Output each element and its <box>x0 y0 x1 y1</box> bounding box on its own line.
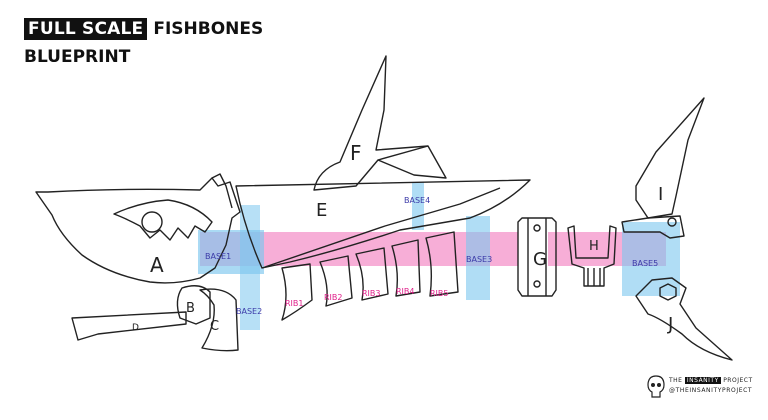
part-g-bolt2 <box>533 280 541 288</box>
base4-band <box>412 182 424 230</box>
section-labels: BASE1 BASE2 BASE3 BASE4 BASE5 RIB1 RIB2 … <box>205 196 658 316</box>
part-g-bolt1 <box>533 224 541 232</box>
subtitle: BLUEPRINT <box>24 47 131 67</box>
part-a-inner <box>113 199 213 241</box>
rib-1-outline <box>281 263 313 321</box>
part-j-hex <box>659 283 677 301</box>
part-a-outline <box>35 177 241 284</box>
label-rib2: RIB2 <box>324 293 343 302</box>
label-base5: BASE5 <box>632 259 658 268</box>
part-letters: A B C D E F G H I J <box>132 141 673 335</box>
footer-brand-line: THE INSANITY PROJECT <box>669 377 753 384</box>
label-rib3: RIB3 <box>362 289 381 298</box>
part-label-c: C <box>210 319 219 334</box>
footer-credit: THE INSANITY PROJECT @THEINSANITYPROJECT <box>645 372 763 402</box>
part-i-blade <box>635 97 705 219</box>
part-a-hole <box>141 211 163 233</box>
base3-band <box>466 216 490 300</box>
part-b-outline <box>176 285 211 325</box>
rib-2-outline <box>319 255 353 307</box>
color-bands <box>198 182 680 330</box>
part-e-outline <box>235 179 531 269</box>
footer-handle: @THEINSANITYPROJECT <box>669 387 753 394</box>
base5-band <box>622 222 680 296</box>
rib-4-outline <box>391 239 421 297</box>
base2-band <box>240 205 260 330</box>
label-base2: BASE2 <box>236 307 262 316</box>
label-base3: BASE3 <box>466 255 492 264</box>
label-base4: BASE4 <box>404 196 430 205</box>
footer-prefix: THE <box>669 377 683 384</box>
part-h-outline <box>567 225 617 287</box>
footer-suffix: PROJECT <box>723 377 753 384</box>
title-text: FISHBONES <box>153 19 264 39</box>
footer-brand: INSANITY <box>684 377 721 384</box>
part-a-tip <box>211 173 233 209</box>
part-g-outline <box>517 217 557 297</box>
label-rib1: RIB1 <box>285 299 304 308</box>
title-block: FULL SCALE FISHBONES BLUEPRINT <box>24 18 263 67</box>
part-c-outline <box>199 288 239 352</box>
part-f-inner <box>377 145 429 161</box>
part-f-outline <box>313 55 447 191</box>
part-label-e: E <box>316 200 327 221</box>
part-label-a: A <box>150 253 164 277</box>
part-label-j: J <box>667 314 673 335</box>
rib-3-outline <box>355 247 389 301</box>
part-label-g: G <box>533 249 547 270</box>
outlines <box>35 55 733 361</box>
part-label-f: F <box>350 141 362 165</box>
part-label-i: I <box>658 184 663 205</box>
part-label-d: D <box>132 323 139 333</box>
skull-logo-icon <box>647 375 665 398</box>
part-label-h: H <box>589 239 599 254</box>
part-d-outline <box>71 311 187 341</box>
label-rib5: RIB5 <box>430 289 449 298</box>
label-rib4: RIB4 <box>396 287 415 296</box>
part-j-outline <box>635 277 733 361</box>
part-i-hole <box>667 217 677 227</box>
title-highlight: FULL SCALE <box>24 18 148 40</box>
part-e-inner <box>261 187 501 269</box>
label-base1: BASE1 <box>205 252 231 261</box>
title-line: FULL SCALE FISHBONES <box>24 18 263 40</box>
rib-5-outline <box>425 231 459 297</box>
part-label-b: B <box>186 301 195 316</box>
